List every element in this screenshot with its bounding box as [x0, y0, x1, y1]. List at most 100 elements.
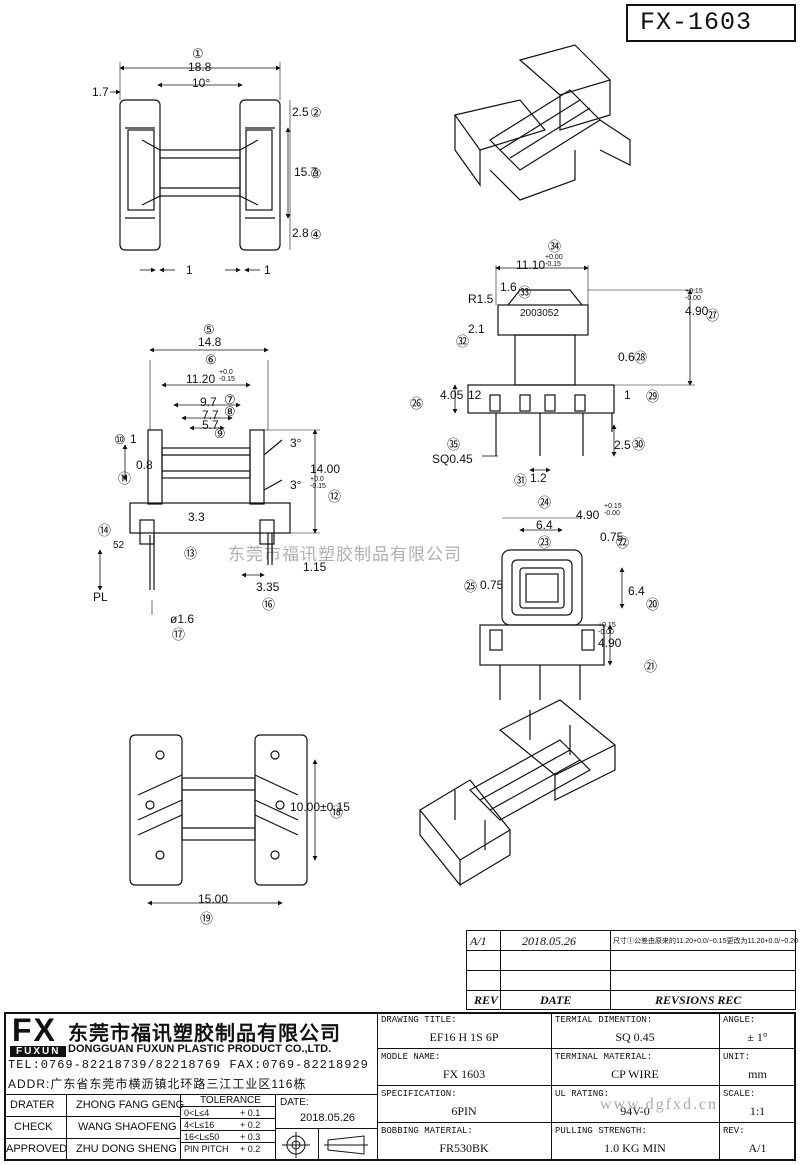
dim-radius: R1.5	[468, 292, 494, 306]
dim-6: 11.20	[186, 372, 216, 386]
dim-1-left: 1.7	[92, 85, 109, 99]
top-12: 12	[468, 388, 482, 402]
model-label: MODLE NAME:	[381, 1052, 441, 1062]
dim-15: 1.15	[303, 560, 327, 574]
dim-9: 5.7	[202, 418, 219, 432]
dim-17: ø1.6	[170, 612, 195, 626]
bobbin-value: FR530BK	[439, 1141, 489, 1155]
scale-label: SCALE:	[723, 1089, 756, 1099]
watermark-text: 东莞市福讯塑胶制品有限公司	[228, 545, 462, 564]
dim-12-ref: ⑫	[328, 489, 342, 504]
part-number-box	[626, 4, 796, 42]
dim-1: 18.8	[188, 60, 212, 74]
dim-27-ref: ㉗	[706, 308, 720, 323]
dim-12-tol: +0.0 -0.15	[310, 476, 326, 490]
company-name-cn: 东莞市福讯塑胶制品有限公司	[68, 1023, 341, 1045]
dim-25-ref: ㉕	[464, 579, 478, 594]
dim-14-ref: ⑭	[98, 523, 112, 538]
drawing-title-label: DRAWING TITLE:	[381, 1015, 457, 1025]
dim-21-tol: +0.15 -0.00	[598, 622, 616, 636]
projection-symbol	[282, 1132, 368, 1158]
dim-28: 0.6	[618, 350, 635, 364]
dim-27: 4.90	[685, 304, 709, 318]
pin-width-1: 1	[186, 263, 193, 277]
revision-record: 尺寸①公差由原来的11.20+0.0/−0.15更改为11.20+0.0/−0.…	[613, 938, 798, 945]
unit-value: mm	[748, 1067, 767, 1081]
dim-28-ref: ㉘	[634, 350, 648, 365]
date-label: DATE:	[280, 1097, 309, 1108]
dim-7: 9.7	[200, 395, 217, 409]
dim-21-ref: ㉑	[644, 659, 658, 674]
terminal-dim-label: TERMIAL DIMENTION:	[555, 1015, 653, 1025]
tolerance-3-value: + 0.3	[240, 1132, 261, 1142]
dim-4: 2.8	[292, 226, 309, 240]
dim-2-ref: ②	[310, 105, 322, 120]
dim-34-tol: +0.00 -0.15	[545, 254, 563, 268]
dim-1-ref: ①	[192, 46, 204, 61]
dim-8: 7.7	[202, 408, 219, 422]
revision-date: 2018.05.26	[522, 934, 576, 948]
angle-label: ANGLE:	[723, 1015, 756, 1025]
dim-21: 4.90	[598, 636, 622, 650]
terminal-mat: CP WIRE	[611, 1067, 659, 1081]
dim-7-ref: ⑦	[224, 392, 236, 407]
revision-head-date: DATE	[540, 993, 572, 1007]
technical-drawing	[97, 44, 695, 906]
angle-value: ± 1°	[747, 1030, 768, 1044]
dim-2: 2.5	[292, 105, 309, 119]
dim-6-tol: +0.0 -0.15	[219, 369, 235, 383]
dim-23: 6.4	[536, 518, 553, 532]
ul-label: UL RATING:	[555, 1089, 610, 1099]
check-name: WANG SHAOFENG	[78, 1121, 177, 1133]
tolerance-1: 0<L≤4	[184, 1108, 210, 1118]
terminal-dim: SQ 0.45	[615, 1030, 655, 1044]
dim-5: 14.8	[198, 335, 222, 349]
dim-10: 1	[130, 432, 137, 446]
dim-13-ref: ⑬	[184, 546, 198, 561]
dim-33-ref: ㉝	[518, 285, 532, 300]
dim-4-ref: ④	[310, 227, 322, 242]
angle-2: 3°	[290, 478, 302, 492]
part-code: 2003052	[520, 308, 559, 319]
dim-3: 15.7	[294, 165, 318, 179]
dim-20-ref: ⑳	[646, 597, 660, 612]
dim-3-ref: ③	[310, 166, 322, 181]
dim-30-ref: ㉚	[632, 437, 646, 452]
front-view	[97, 347, 320, 615]
angle-1: 3°	[290, 436, 302, 450]
scale-value: 1:1	[749, 1104, 766, 1118]
dim-27-tol: +0.15 -0.00	[685, 288, 703, 302]
date-value: 2018.05.26	[300, 1112, 356, 1124]
dim-13: 3.3	[188, 510, 205, 524]
dim-18-ref: ⑱	[330, 805, 344, 820]
dim-35-ref: ㉟	[447, 437, 461, 452]
tolerance-4: PIN PITCH	[184, 1144, 229, 1154]
tolerance-2-value: + 0.2	[240, 1120, 261, 1130]
dim-23-ref: ㉓	[538, 535, 552, 550]
rev-label: REV:	[723, 1126, 745, 1136]
check-label: CHECK	[14, 1121, 53, 1133]
dim-33: 1.6	[500, 280, 517, 294]
dim-1-angle: 10°	[192, 76, 211, 90]
dim-26-ref: ㉖	[410, 396, 424, 411]
dim-12: 14.00	[310, 462, 341, 476]
dim-pl: PL	[93, 590, 108, 604]
top-view	[110, 62, 291, 273]
dim-29-ref: ㉙	[646, 389, 660, 404]
tolerance-4-value: + 0.2	[240, 1144, 261, 1154]
tolerance-2: 4<L≤16	[184, 1120, 215, 1130]
dim-8-ref: ⑧	[224, 404, 236, 419]
dim-34-ref: ㉞	[548, 239, 562, 254]
company-tel: TEL:0769-82218739/82218769 FAX:0769-8221…	[8, 1058, 369, 1072]
dim-11-ref: ⑪	[118, 471, 132, 486]
unit-label: UNIT:	[723, 1052, 751, 1062]
dim-16: 3.35	[256, 580, 280, 594]
terminal-mat-label: TERMINAL MATERIAL:	[555, 1052, 653, 1062]
company-name-en: DONGGUAN FUXUN PLASTIC PRODUCT CO.,LTD.	[68, 1043, 332, 1055]
dim-9-ref: ⑨	[214, 426, 226, 441]
part-number: FX-1603	[640, 8, 753, 37]
dim-30: 2.5	[614, 438, 631, 452]
dim-22-ref: ㉒	[616, 535, 630, 550]
pin-width-2: 1	[264, 263, 271, 277]
